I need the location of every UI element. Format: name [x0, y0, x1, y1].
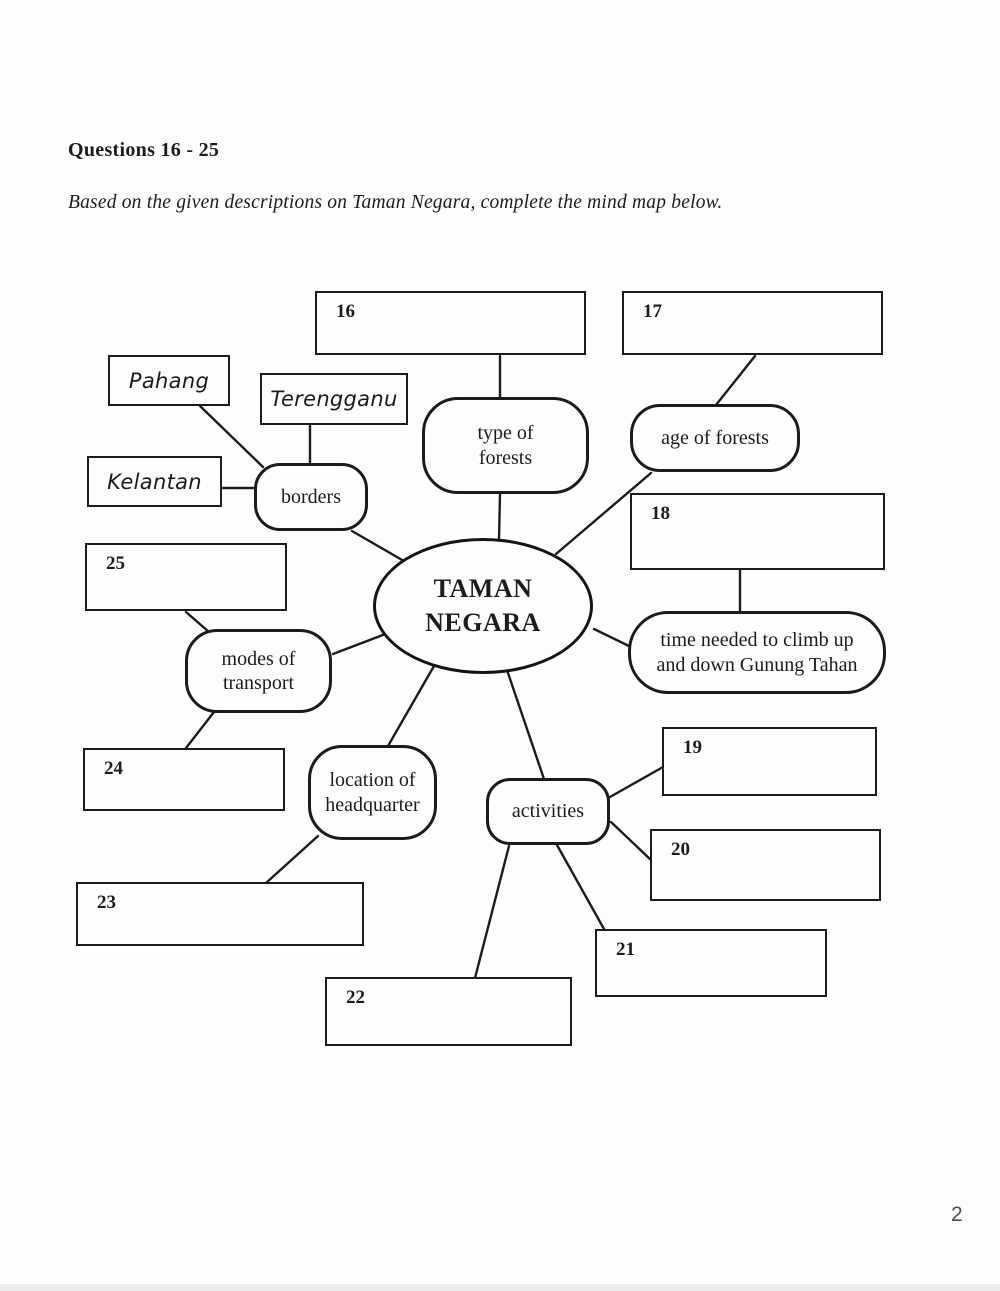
- node-type-of-forests-line2: forests: [478, 446, 533, 469]
- center-topic-ellipse: TAMAN NEGARA: [373, 538, 593, 674]
- node-time-gunung-tahan: time needed to climb up and down Gunung …: [628, 611, 886, 694]
- state-label-pahang: Pahang: [108, 355, 230, 406]
- answer-box-23: 23: [76, 882, 364, 946]
- node-modes-of-transport: modes of transport: [185, 629, 332, 713]
- answer-box-24-label: 24: [104, 758, 123, 779]
- node-borders-label: borders: [281, 485, 341, 508]
- answer-box-16: 16: [315, 291, 586, 355]
- state-label-terengganu: Terengganu: [260, 373, 408, 425]
- node-type-of-forests: type of forests: [422, 397, 589, 494]
- answer-box-21: 21: [595, 929, 827, 997]
- node-time-gunung-tahan-line1: time needed to climb up: [660, 629, 854, 652]
- state-label-kelantan: Kelantan: [87, 456, 222, 507]
- answer-box-19-label: 19: [683, 737, 702, 758]
- node-age-of-forests: age of forests: [630, 404, 800, 472]
- answer-box-16-label: 16: [336, 301, 355, 322]
- answer-box-18-label: 18: [651, 503, 670, 524]
- answer-box-25: 25: [85, 543, 287, 611]
- scan-edge-artifact: [0, 1284, 1000, 1291]
- node-modes-of-transport-line2: transport: [222, 672, 295, 694]
- answer-box-22-label: 22: [346, 987, 365, 1008]
- question-range-heading: Questions 16 - 25: [68, 139, 220, 161]
- center-topic-line2: NEGARA: [425, 608, 541, 637]
- node-location-of-headquarter-line1: location of: [329, 769, 416, 792]
- answer-box-24: 24: [83, 748, 285, 811]
- answer-box-17-label: 17: [643, 301, 662, 322]
- node-location-of-headquarter-line2: headquarter: [325, 793, 420, 816]
- node-time-gunung-tahan-line2: and down Gunung Tahan: [656, 653, 858, 676]
- node-activities-label: activities: [511, 800, 585, 823]
- node-modes-of-transport-line1: modes of: [221, 647, 296, 670]
- node-age-of-forests-label: age of forests: [661, 426, 769, 449]
- page-number: 2: [951, 1203, 963, 1226]
- answer-box-25-label: 25: [106, 553, 125, 574]
- node-activities: activities: [486, 778, 610, 845]
- answer-box-17: 17: [622, 291, 883, 355]
- node-type-of-forests-line1: type of: [477, 422, 534, 445]
- answer-box-22: 22: [325, 977, 572, 1046]
- answer-box-18: 18: [630, 493, 885, 570]
- node-borders: borders: [254, 463, 368, 531]
- answer-box-19: 19: [662, 727, 877, 796]
- answer-box-21-label: 21: [616, 939, 635, 960]
- answer-box-20: 20: [650, 829, 881, 901]
- instruction-text: Based on the given descriptions on Taman…: [68, 192, 723, 213]
- answer-box-23-label: 23: [97, 892, 116, 913]
- node-location-of-headquarter: location of headquarter: [308, 745, 437, 840]
- answer-box-20-label: 20: [671, 839, 690, 860]
- center-topic-line1: TAMAN: [433, 574, 533, 604]
